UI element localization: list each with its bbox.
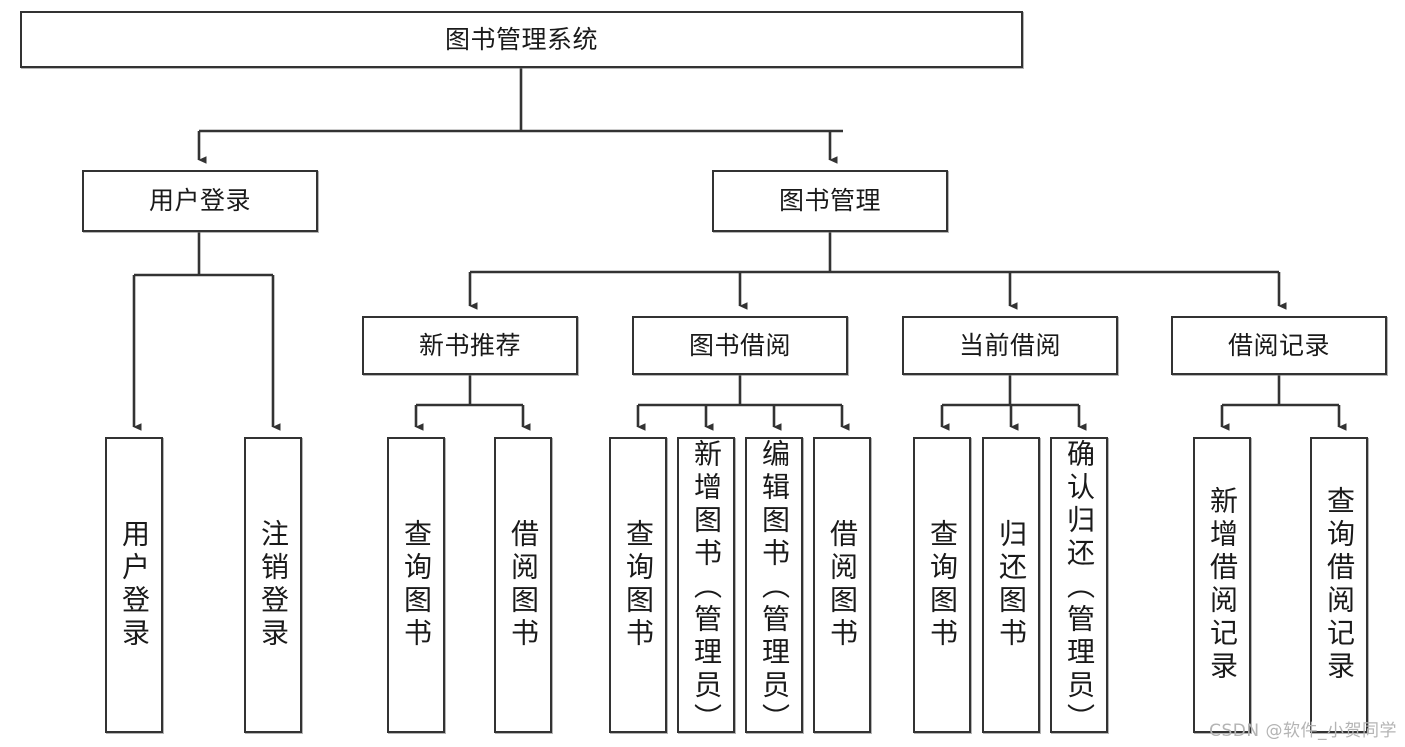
node-leaf-logout-login[interactable]: 注销登录 — [244, 437, 302, 733]
node-leaf-add-book-admin[interactable]: 新增图书（管理员） — [677, 437, 735, 736]
node-current-borrow[interactable]: 当前借阅 — [902, 316, 1118, 375]
node-leaf-borrow-book-recommend[interactable]: 借阅图书 — [494, 437, 552, 733]
node-leaf-query-book-recommend[interactable]: 查询图书 — [387, 437, 445, 733]
node-leaf-query-book-current[interactable]: 查询图书 — [913, 437, 971, 733]
node-label: 图书管理 — [778, 186, 881, 215]
node-label: 用户登录 — [148, 186, 251, 215]
node-label: 借阅图书 — [507, 519, 540, 651]
node-leaf-return-book[interactable]: 归还图书 — [982, 437, 1040, 733]
node-book-borrow[interactable]: 图书借阅 — [632, 316, 848, 375]
node-leaf-add-borrow-record[interactable]: 新增借阅记录 — [1193, 437, 1251, 733]
node-root-book-management-system[interactable]: 图书管理系统 — [20, 11, 1023, 68]
node-label: 归还图书 — [995, 519, 1028, 651]
node-label: 查询图书 — [400, 519, 433, 651]
node-leaf-confirm-return-admin[interactable]: 确认归还（管理员） — [1050, 437, 1108, 736]
node-label: 借阅记录 — [1227, 330, 1330, 360]
node-label: 确认归还（管理员） — [1063, 439, 1096, 736]
node-leaf-edit-book-admin[interactable]: 编辑图书（管理员） — [745, 437, 803, 736]
node-label: 新增借阅记录 — [1206, 486, 1239, 684]
node-leaf-query-borrow-record[interactable]: 查询借阅记录 — [1310, 437, 1368, 733]
node-label: 注销登录 — [257, 519, 290, 651]
node-label: 查询图书 — [622, 519, 655, 651]
watermark: CSDN @软件_小贺同学 — [1209, 721, 1397, 741]
node-label: 图书管理系统 — [444, 24, 598, 54]
node-label: 新增图书（管理员） — [690, 439, 723, 736]
node-label: 图书借阅 — [688, 330, 791, 360]
node-leaf-user-login[interactable]: 用户登录 — [105, 437, 163, 733]
node-label: 编辑图书（管理员） — [758, 439, 791, 736]
node-leaf-query-book-borrow[interactable]: 查询图书 — [609, 437, 667, 733]
node-label: 借阅图书 — [826, 519, 859, 651]
node-leaf-borrow-book[interactable]: 借阅图书 — [813, 437, 871, 733]
node-label: 当前借阅 — [958, 330, 1061, 360]
node-book-management[interactable]: 图书管理 — [712, 170, 948, 232]
node-new-book-recommend[interactable]: 新书推荐 — [362, 316, 578, 375]
node-label: 查询图书 — [926, 519, 959, 651]
node-user-login[interactable]: 用户登录 — [82, 170, 318, 232]
node-label: 用户登录 — [118, 519, 151, 651]
node-label: 新书推荐 — [418, 330, 521, 360]
node-label: 查询借阅记录 — [1323, 486, 1356, 684]
node-borrow-record[interactable]: 借阅记录 — [1171, 316, 1387, 375]
